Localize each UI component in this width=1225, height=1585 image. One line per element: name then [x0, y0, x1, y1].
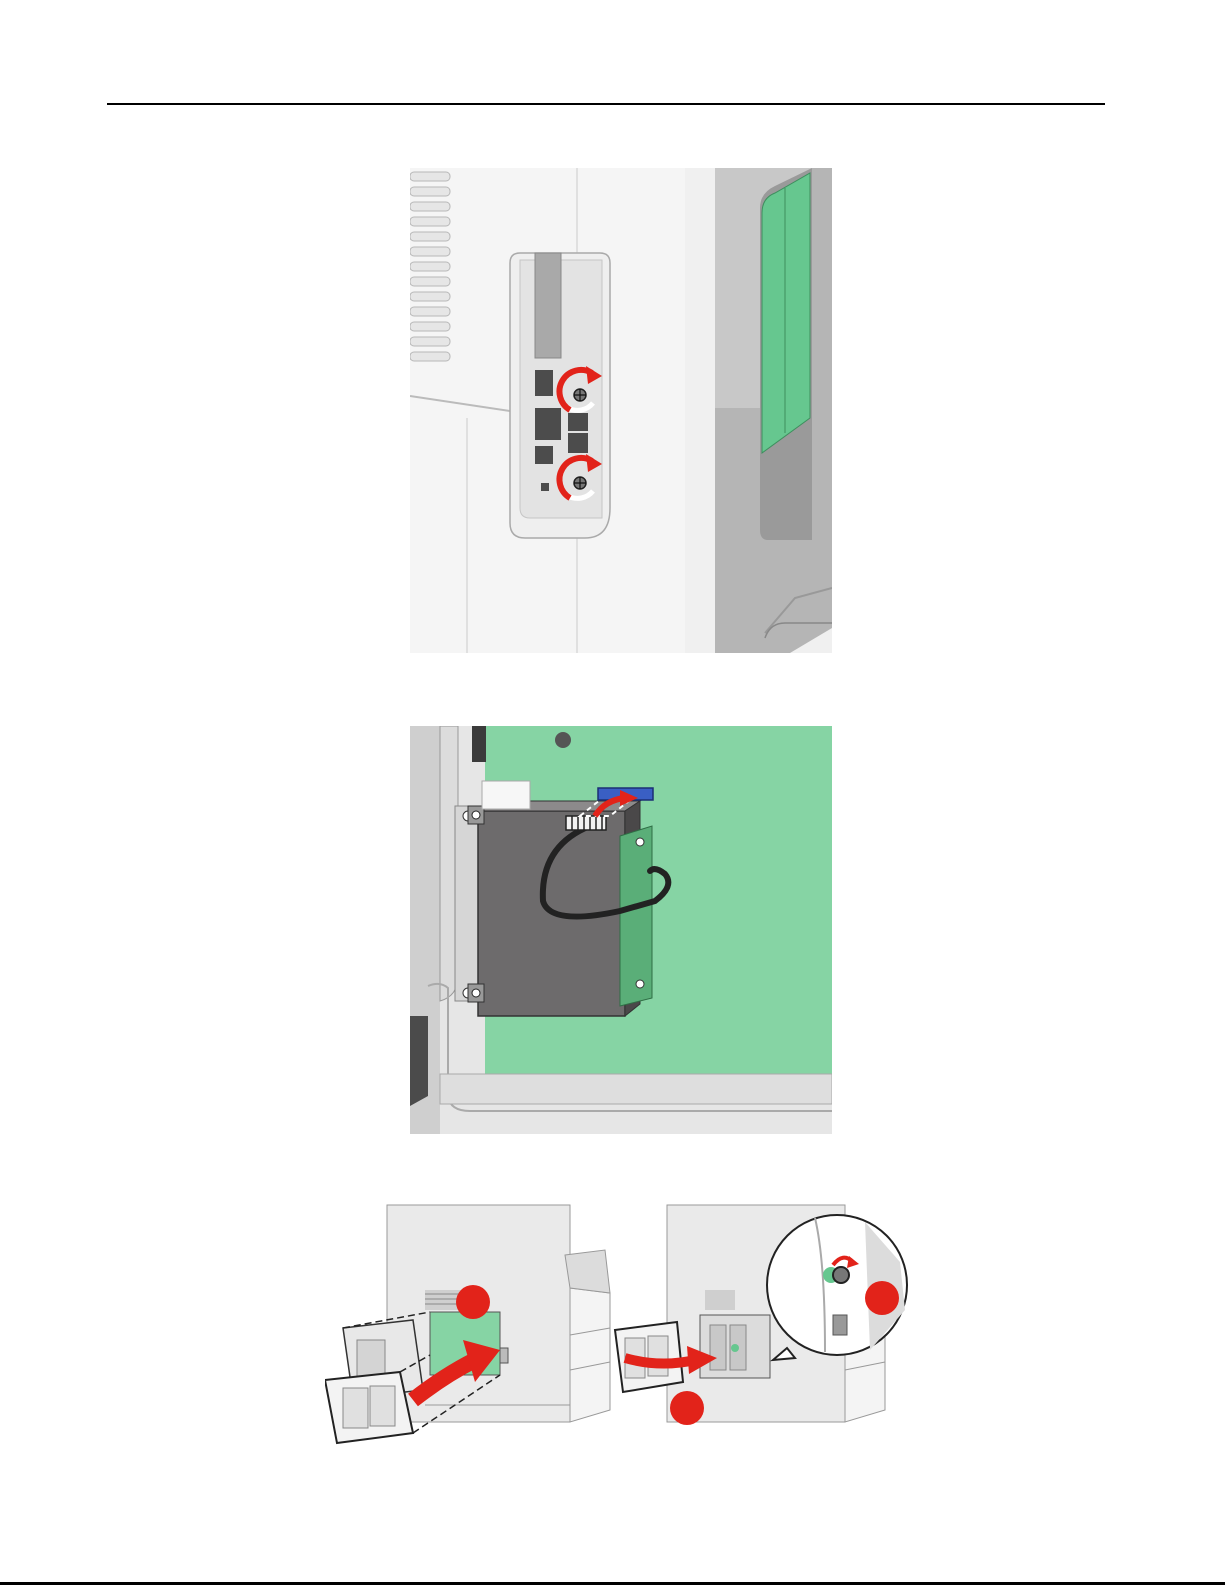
figure-remove-screws — [410, 168, 832, 653]
figure-attach-cable — [410, 726, 832, 1134]
screw-removal-illustration — [410, 168, 832, 653]
printer-left — [325, 1205, 610, 1443]
callout-1-icon — [456, 1285, 490, 1319]
hard-disk-illustration — [410, 726, 832, 1134]
printer-right — [615, 1205, 907, 1425]
screw-icon-zoom — [833, 1267, 849, 1283]
callout-2-icon — [670, 1391, 704, 1425]
figure-reattach-door — [325, 1200, 910, 1445]
screw-icon-upper — [574, 389, 586, 401]
screw-icon-lower — [574, 477, 586, 489]
header-rule — [107, 103, 1105, 105]
hard-disk-icon — [468, 801, 640, 1016]
door-reattach-illustration — [325, 1200, 910, 1445]
callout-3-icon — [865, 1281, 899, 1315]
